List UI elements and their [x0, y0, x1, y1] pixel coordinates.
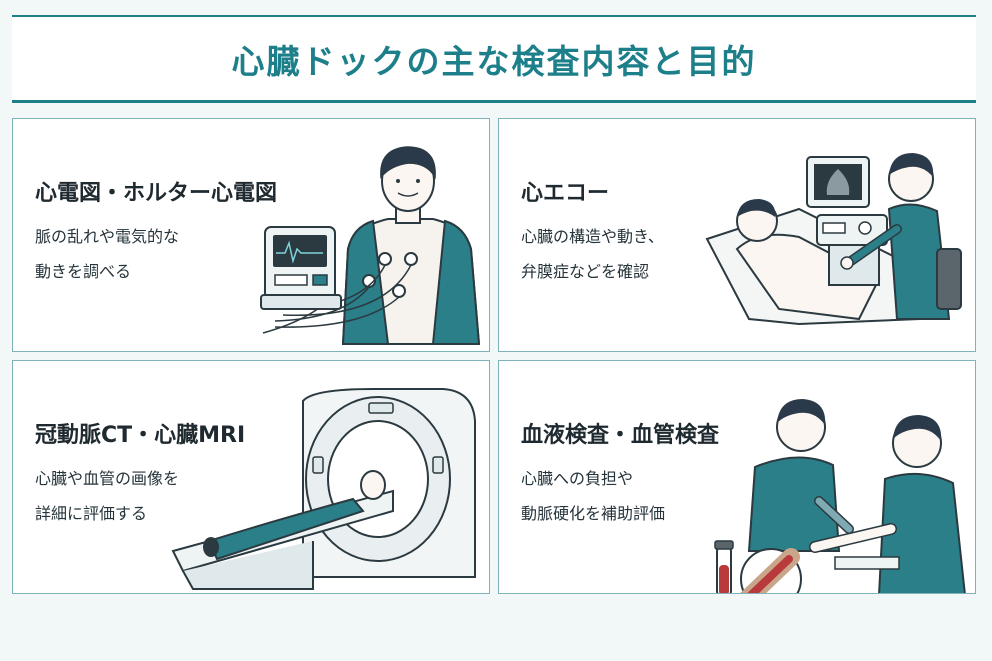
desc-line: 動脈硬化を補助評価 [521, 504, 666, 523]
card-ct-mri: 冠動脈CT・心臓MRI 心臓や血管の画像を 詳細に評価する [12, 360, 490, 594]
patient-head [360, 470, 386, 500]
desc-line: 心臓の構造や動き、 [521, 227, 664, 246]
card-description: 心臓への負担や 動脈硬化を補助評価 [521, 461, 665, 531]
blood-illustration [714, 399, 966, 593]
patient-body [207, 497, 365, 561]
card-heading: 血液検査・血管検査 [521, 423, 720, 448]
desc-line: 心臓への負担や [521, 469, 634, 488]
ultrasound-probe-icon [840, 256, 854, 270]
patient-shirt [878, 472, 966, 593]
blood-vessel-icon [740, 548, 802, 593]
desc-line: 心臓や血管の画像を [35, 469, 180, 488]
shirt-right [431, 219, 481, 345]
card-description: 心臓の構造や動き、 弁膜症などを確認 [521, 219, 664, 289]
card-blood: 血液検査・血管検査 心臓への負担や 動脈硬化を補助評価 [498, 360, 976, 594]
desc-line: 脈の乱れや電気的な [35, 227, 180, 246]
page-title: 心臓ドックの主な検査内容と目的 [231, 41, 757, 81]
card-description: 心臓や血管の画像を 詳細に評価する [35, 461, 179, 531]
title-banner: 心臓ドックの主な検査内容と目的 [12, 15, 976, 103]
nurse-scrubs [747, 456, 841, 552]
mri-scanner-icon [302, 388, 476, 578]
card-heading: 心エコー [521, 181, 610, 206]
card-echo: 心エコー 心臓の構造や動き、 弁膜症などを確認 [498, 118, 976, 352]
blood-tube-icon [714, 540, 734, 593]
desc-line: 詳細に評価する [35, 504, 148, 523]
electrode-icon [378, 252, 392, 266]
card-ecg: 心電図・ホルター心電図 脈の乱れや電気的な 動きを調べる [12, 118, 490, 352]
desc-line: 動きを調べる [35, 262, 132, 281]
desc-line: 弁膜症などを確認 [521, 262, 650, 281]
electrode-icon [404, 252, 418, 266]
card-heading: 心電図・ホルター心電図 [35, 181, 278, 206]
mri-illustration [171, 388, 476, 590]
ecg-illustration [260, 146, 481, 345]
echo-illustration [705, 153, 962, 326]
card-heading: 冠動脈CT・心臓MRI [35, 423, 246, 448]
card-description: 脈の乱れや電気的な 動きを調べる [35, 219, 179, 289]
ecg-monitor-icon [260, 226, 342, 310]
